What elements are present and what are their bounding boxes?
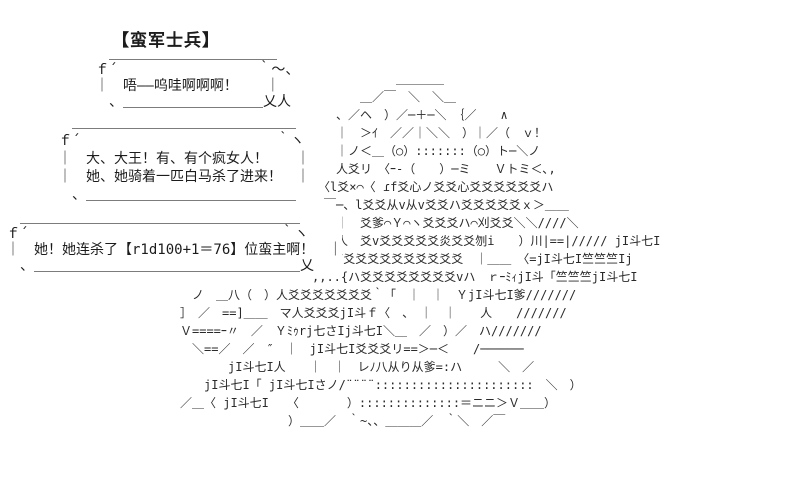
speaker-label: 【蛮军士兵】 <box>112 31 220 51</box>
speech-bubble-killcount-text: ＿＿＿＿＿＿＿＿＿＿＿＿＿＿＿＿＿＿＿＿ ｆ´ ｀ヽ ｜ 她！她连杀了【r1d1… <box>6 210 343 274</box>
speech-bubble-scream: ＿＿＿＿＿＿＿＿＿＿＿＿ ｆ´ ｀～、 ｜ 唔——呜哇啊啊啊！ ｜ 、＿＿＿＿＿… <box>95 46 300 110</box>
ascii-art-lines: ＿＿＿＿ ＿／￣ ＼ ＼＿ 、／ヘ ）／─＋─＼ ｛／ ∧ ｜ ＞ｲ ／／｜＼＼… <box>180 72 661 428</box>
speech-bubble-killcount: ＿＿＿＿＿＿＿＿＿＿＿＿＿＿＿＿＿＿＿＿ ｆ´ ｀ヽ ｜ 她！她连杀了【r1d1… <box>6 210 343 274</box>
speech-bubble-report: ＿＿＿＿＿＿＿＿＿＿＿＿＿＿＿＿ ｆ´ ｀ヽ ｜ 大、大王！有、有个疯女人！ ｜… <box>58 114 310 204</box>
speech-bubble-report-text: ＿＿＿＿＿＿＿＿＿＿＿＿＿＿＿＿ ｆ´ ｀ヽ ｜ 大、大王！有、有个疯女人！ ｜… <box>58 115 310 203</box>
speech-bubble-scream-text: ＿＿＿＿＿＿＿＿＿＿＿＿ ｆ´ ｀～、 ｜ 唔——呜哇啊啊啊！ ｜ 、＿＿＿＿＿… <box>95 46 300 110</box>
ascii-art-horse-rider: ＿＿＿＿ ＿／￣ ＼ ＼＿ 、／ヘ ）／─＋─＼ ｛／ ∧ ｜ ＞ｲ ／／｜＼＼… <box>168 70 660 430</box>
